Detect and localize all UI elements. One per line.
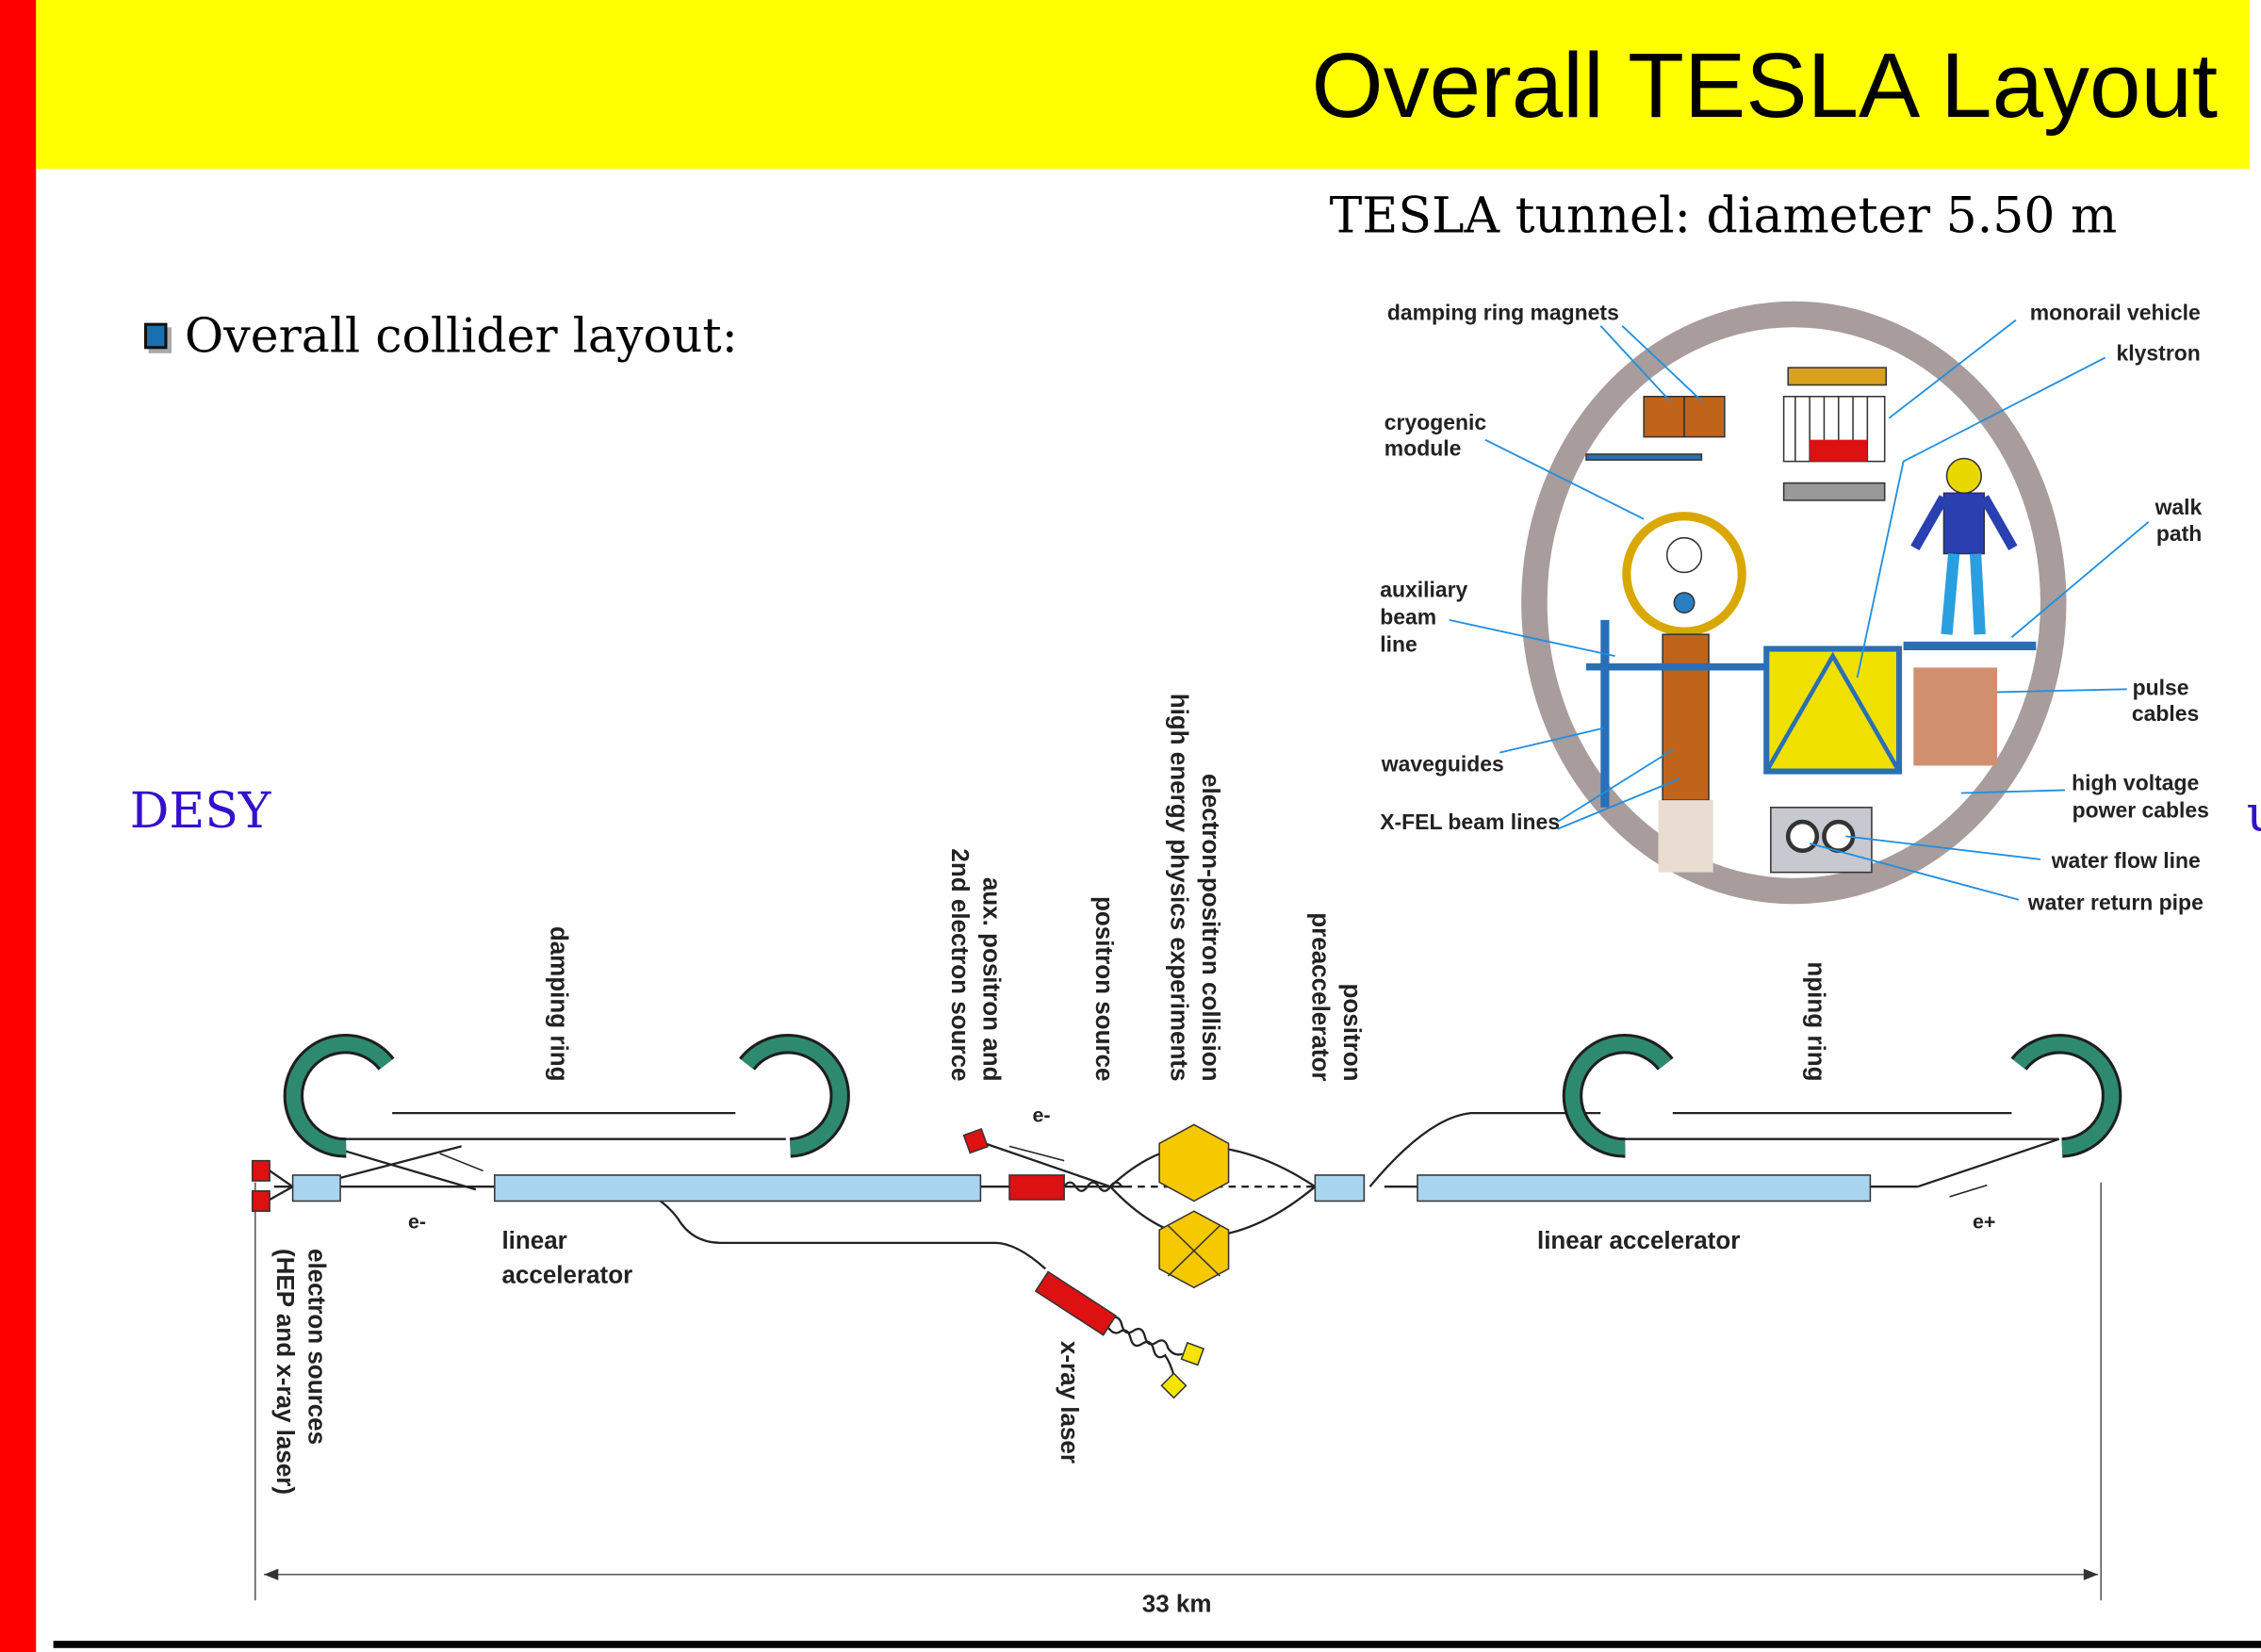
label-e-minus-2: e- — [1032, 1104, 1050, 1126]
label-waveguides: waveguides — [1381, 752, 1504, 777]
label-aux-3: line — [1380, 632, 1417, 657]
damping-ring-right-feed — [1368, 1112, 2060, 1188]
label-walk-1: walk — [2155, 495, 2203, 519]
label-collision-2: high energy physics experiments — [1165, 694, 1193, 1082]
xray-target-2 — [1160, 1372, 1188, 1399]
bottom-rule — [53, 1641, 2261, 1648]
label-preaccel-2: preaccelerator — [1306, 912, 1335, 1081]
label-monorail-vehicle: monorail vehicle — [2030, 301, 2201, 325]
left-red-bar — [0, 0, 37, 1652]
label-xfel: X-FEL beam lines — [1380, 810, 1560, 834]
electron-source-2 — [251, 1190, 270, 1212]
label-pulse-2: cables — [2132, 701, 2199, 726]
dimension-arrow-left — [263, 1568, 279, 1580]
label-aux-2: beam — [1380, 604, 1436, 629]
tunnel-cross-section: damping ring magnets monorail vehicle kl… — [1362, 281, 2217, 948]
linac-right — [1417, 1174, 1872, 1202]
label-electron-sources-2: (HEP and x-ray laser) — [271, 1249, 300, 1495]
label-collision-1: electron-positron collision — [1197, 774, 1225, 1081]
label-pulse-1: pulse — [2133, 675, 2189, 699]
damping-magnet-2 — [1683, 395, 1726, 438]
tunnel-caption: TESLA tunnel: diameter 5.50 m — [1329, 187, 2118, 246]
square-bullet-icon — [144, 321, 168, 349]
source-fork — [269, 1169, 294, 1201]
slide-title: Overall TESLA Layout — [1311, 33, 2219, 138]
label-aux-source-1: aux. positron and — [977, 877, 1006, 1082]
label-hv-1: high voltage — [2072, 770, 2199, 794]
electron-source-1 — [251, 1159, 270, 1182]
damping-magnet-1 — [1643, 395, 1685, 438]
label-length: 33 km — [1142, 1590, 1212, 1618]
label-linac-left-2: accelerator — [501, 1261, 632, 1289]
label-aux-1: auxiliary — [1380, 577, 1467, 601]
spring — [1063, 1181, 1123, 1192]
positron-source-box — [1008, 1174, 1065, 1201]
label-damping-ring-magnets: damping ring magnets — [1387, 301, 1619, 325]
label-positron-source: positron source — [1090, 896, 1119, 1081]
dimension-arrow-right — [2083, 1568, 2099, 1580]
preaccelerator-box — [1314, 1174, 1366, 1202]
klystron-box — [1763, 646, 1903, 775]
bullet-text: Overall collider layout: — [184, 306, 738, 364]
desy-label: DESY — [129, 782, 271, 841]
label-hv-2: power cables — [2073, 798, 2209, 823]
water-pipes-frame — [1770, 807, 1873, 874]
label-linac-right: linear accelerator — [1537, 1226, 1740, 1254]
label-e-plus: e+ — [1973, 1211, 1995, 1234]
injector-box — [291, 1174, 341, 1202]
pulse-cables — [1913, 667, 1998, 766]
xray-laser-box — [1034, 1270, 1118, 1336]
dimension-line — [254, 1182, 2102, 1601]
label-aux-source-2: 2nd electron source — [946, 848, 975, 1081]
aux-source-box — [962, 1127, 989, 1154]
label-damping-ring-left: damping ring — [545, 926, 573, 1082]
label-klystron: klystron — [2117, 341, 2201, 366]
detector-hexagon-1 — [1158, 1123, 1230, 1202]
label-cryogenic-1: cryogenic — [1384, 410, 1487, 434]
monorail — [1787, 367, 1888, 386]
label-e-minus-1: e- — [408, 1211, 426, 1234]
linac-left — [494, 1174, 982, 1202]
cryogenic-module — [1622, 512, 1746, 636]
damping-ring-right-line — [1614, 1112, 2059, 1140]
label-xray-laser: x-ray laser — [1056, 1341, 1084, 1464]
cutoff-text: u — [2247, 786, 2261, 843]
worker — [1945, 457, 1982, 495]
label-damping-ring-right: nping ring — [1803, 961, 1831, 1081]
grey-pipe — [1782, 482, 1886, 501]
label-preaccel-1: positron — [1338, 984, 1367, 1082]
xray-target-1 — [1180, 1341, 1205, 1366]
label-water-flow: water flow line — [2051, 848, 2201, 873]
label-electron-sources-1: electron sources — [303, 1249, 331, 1445]
xray-wiggle — [1106, 1316, 1183, 1376]
label-linac-left-1: linear — [501, 1226, 566, 1254]
detector-hexagon-2 — [1158, 1210, 1230, 1289]
aux-source-line — [980, 1140, 1111, 1188]
bullet-item: Overall collider layout: — [144, 307, 738, 364]
label-cryogenic-2: module — [1384, 435, 1462, 460]
title-bar: Overall TESLA Layout — [36, 0, 2250, 170]
label-water-return: water return pipe — [2027, 890, 2204, 914]
support-column — [1662, 633, 1710, 801]
damping-ring-left-line — [338, 1112, 786, 1140]
label-walk-2: path — [2156, 521, 2202, 546]
flow-arrow — [439, 1145, 1988, 1198]
